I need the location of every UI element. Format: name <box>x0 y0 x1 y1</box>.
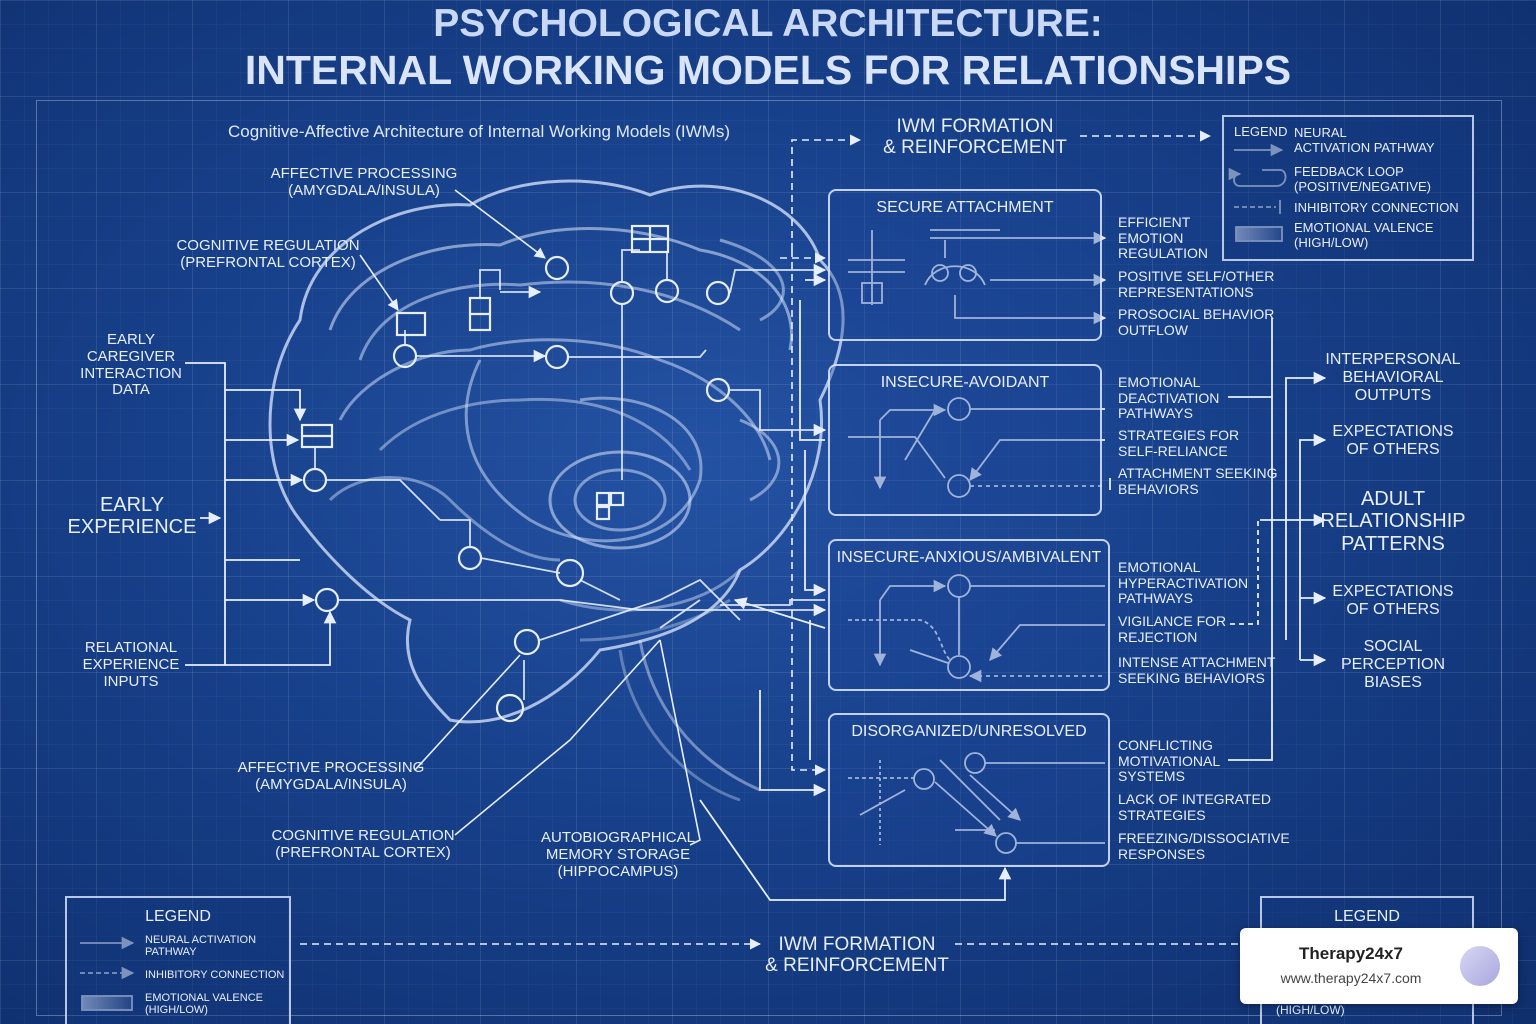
interpersonal-behavioral-outputs: INTERPERSONAL BEHAVIORAL OUTPUTS <box>1325 351 1461 404</box>
label-affective-processing-top: AFFECTIVE PROCESSING (AMYGDALA/INSULA) <box>270 165 458 199</box>
input-early-experience: EARLY EXPERIENCE <box>67 494 197 539</box>
input-relational-experience: RELATIONAL EXPERIENCE INPUTS <box>82 639 180 690</box>
legend-item-valence: EMOTIONAL VALENCE(HIGH/LOW) <box>145 992 263 1017</box>
style-title: INSECURE-AVOIDANT <box>880 374 1050 391</box>
legend-title: LEGEND <box>1334 908 1400 925</box>
brain-illustration <box>268 179 845 802</box>
expectations-of-others-2: EXPECTATIONS OF OTHERS <box>1332 583 1454 618</box>
style-title: INSECURE-ANXIOUS/AMBIVALENT <box>836 549 1102 566</box>
blueprint-frame <box>36 100 1502 1016</box>
legend-title: LEGEND <box>1234 124 1288 139</box>
adult-relationship-patterns: ADULT RELATIONSHIP PATTERNS <box>1320 488 1466 555</box>
style-title: DISORGANIZED/UNRESOLVED <box>851 723 1087 740</box>
watermark-name: Therapy24x7 <box>1299 944 1403 963</box>
therapy-logo-icon <box>1460 946 1500 986</box>
page-title-line1: PSYCHOLOGICAL ARCHITECTURE: <box>433 2 1103 45</box>
watermark-card[interactable]: Therapy24x7 www.therapy24x7.com <box>1240 928 1518 1004</box>
page-title-line2: INTERNAL WORKING MODELS FOR RELATIONSHIP… <box>244 47 1292 93</box>
legend-item-valence: EMOTIONAL VALENCE(HIGH/LOW) <box>1294 220 1434 250</box>
label-cognitive-regulation-bottom: COGNITIVE REGULATION (PREFRONTAL CORTEX) <box>271 827 455 861</box>
watermark-url[interactable]: www.therapy24x7.com <box>1280 970 1422 986</box>
label-affective-processing-bottom: AFFECTIVE PROCESSING (AMYGDALA/INSULA) <box>237 759 425 793</box>
diagram-subtitle: Cognitive-Affective Architecture of Inte… <box>228 122 730 141</box>
style-box-anxious: INSECURE-ANXIOUS/AMBIVALENT <box>828 539 1110 691</box>
expectations-of-others-1: EXPECTATIONS OF OTHERS <box>1332 423 1454 458</box>
legend-item-inhibitory: INHIBITORY CONNECTION <box>145 969 285 981</box>
iwm-formation-bottom: IWM FORMATION & REINFORCEMENT <box>765 934 949 977</box>
iwm-formation-top: IWM FORMATION & REINFORCEMENT <box>883 116 1067 159</box>
label-cognitive-regulation-top: COGNITIVE REGULATION (PREFRONTAL CORTEX) <box>176 237 360 271</box>
brain-nodes <box>300 224 731 723</box>
legend-item-feedback: FEEDBACK LOOP(POSITIVE/NEGATIVE) <box>1294 164 1432 194</box>
style-box-disorganized: DISORGANIZED/UNRESOLVED <box>828 713 1110 867</box>
style-box-schematics <box>848 229 1107 854</box>
input-early-caregiver: EARLY CAREGIVER INTERACTION DATA <box>80 331 182 399</box>
social-perception-biases: SOCIAL PERCEPTION BIASES <box>1340 638 1445 691</box>
style-box-secure: SECURE ATTACHMENT <box>828 189 1102 341</box>
legend-item-partial: (HIGH/LOW) <box>1276 1003 1345 1017</box>
style-title: SECURE ATTACHMENT <box>876 199 1054 216</box>
legend-item-inhibitory: INHIBITORY CONNECTION <box>1294 200 1459 215</box>
style-box-avoidant: INSECURE-AVOIDANT <box>828 364 1102 516</box>
label-autobiographical-memory: AUTOBIOGRAPHICAL MEMORY STORAGE (HIPPOCA… <box>541 829 695 880</box>
legend-title: LEGEND <box>145 908 211 925</box>
